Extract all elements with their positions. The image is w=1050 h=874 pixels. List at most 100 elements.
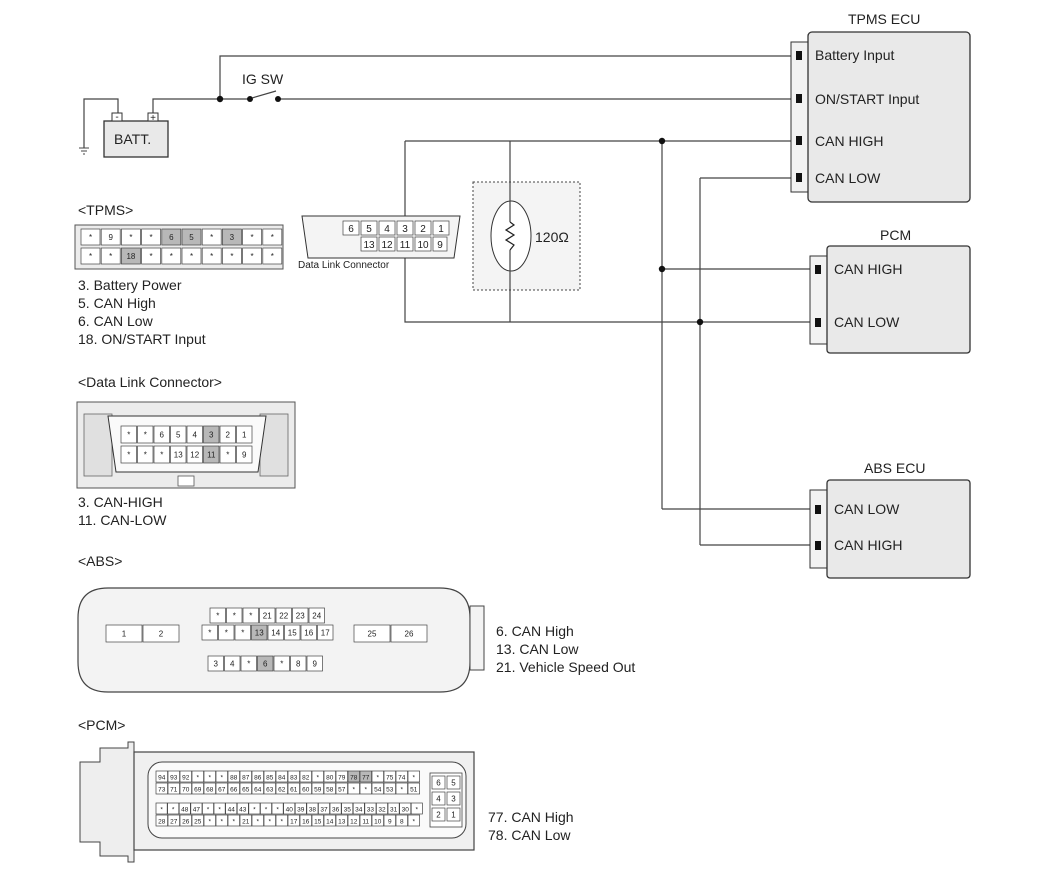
pin-label: 24 (312, 612, 321, 621)
tpms-legend-item: 5. CAN High (78, 295, 156, 311)
pin-label: * (233, 612, 236, 621)
pin-cell (251, 814, 264, 827)
pin-cell (236, 802, 249, 815)
pin-cell (100, 228, 121, 246)
dlc-small: 6 5 4 3 2 1 13 12 11 10 9 Data Link Conn… (298, 215, 461, 271)
pin-cell (284, 624, 301, 641)
abs-legend-item: 6. CAN High (496, 623, 574, 639)
pin-cell (167, 814, 180, 827)
pin-label: 37 (320, 807, 328, 814)
battery-box (103, 120, 169, 158)
pin-label: 4 (436, 795, 441, 804)
pin-label: 66 (230, 787, 238, 794)
pin-cell (410, 802, 423, 815)
pin-label: 25 (194, 819, 202, 826)
pin-label: * (257, 819, 260, 826)
pin-cell (137, 445, 154, 464)
dlc-small-bottom-pins: 13 12 11 10 9 (360, 236, 448, 252)
pin-label: 92 (182, 775, 190, 782)
pin-label: * (413, 819, 416, 826)
pin-cell (294, 802, 307, 815)
pin-label: * (218, 807, 221, 814)
pin-cell (179, 782, 192, 795)
tpms-connector-header: <TPMS> (78, 202, 133, 218)
pin-marker (796, 51, 802, 60)
pin-label: * (127, 451, 130, 460)
abs-ecu-title: ABS ECU (864, 460, 925, 476)
pin-cell (383, 782, 396, 795)
pin-cell (191, 782, 204, 795)
pin-cell (251, 782, 264, 795)
dlc-small-top-pins: 6 5 4 3 2 1 (342, 220, 450, 236)
pin-marker (815, 541, 821, 550)
junction-dot (696, 318, 704, 326)
pin-cell (215, 814, 228, 827)
pin-label: * (247, 660, 250, 669)
pin-label: 68 (206, 787, 214, 794)
pin-cell (371, 782, 384, 795)
pin-cell (359, 814, 372, 827)
abs-pin-can-low: CAN LOW (834, 501, 900, 517)
pin-cell (227, 770, 240, 783)
pin-label: 71 (170, 787, 178, 794)
pin-cell (341, 802, 354, 815)
pin-cell (407, 814, 420, 827)
pin-cell (242, 247, 262, 265)
pin-label: 26 (405, 630, 414, 639)
pin-cell (431, 791, 446, 806)
pin-cell (275, 782, 288, 795)
pin-label: 39 (297, 807, 305, 814)
pcm-title: PCM (880, 227, 911, 243)
pin-cell (242, 228, 262, 246)
pin-cell (287, 770, 300, 783)
pin-label: * (209, 775, 212, 782)
pin-label: 4 (230, 660, 235, 669)
pin-cell (167, 802, 180, 815)
battery-terminal-minus (111, 112, 123, 122)
pin-cell (222, 247, 242, 265)
pin-label: * (109, 252, 112, 261)
pcm-connector-header: <PCM> (78, 717, 125, 733)
tpms-legend-item: 18. ON/START Input (78, 331, 206, 347)
pcm-legend-item: 78. CAN Low (488, 827, 571, 843)
pin-label: 9 (437, 240, 443, 251)
pin-marker (815, 265, 821, 274)
pin-cell (364, 802, 377, 815)
pin-label: 84 (278, 775, 286, 782)
dlc-legend-item: 11. CAN-LOW (78, 512, 167, 528)
pin-label: * (207, 807, 210, 814)
pin-label: 58 (326, 787, 334, 794)
pin-cell (287, 782, 300, 795)
pin-label: 5 (366, 224, 372, 235)
pin-cell (239, 770, 252, 783)
pcm-pin-can-low: CAN LOW (834, 314, 900, 330)
pin-cell (300, 624, 317, 641)
pin-cell (347, 770, 360, 783)
pin-cell (218, 624, 235, 641)
dlc-small-caption: Data Link Connector (298, 260, 390, 271)
pin-label: 30 (402, 807, 410, 814)
pin-cell (446, 791, 461, 806)
pin-cell (121, 228, 141, 246)
pin-label: * (230, 252, 233, 261)
pin-cell (263, 782, 276, 795)
pin-label: * (208, 629, 211, 638)
pin-cell (239, 814, 252, 827)
pin-label: 6 (348, 224, 354, 235)
tpms-ecu-connector (790, 41, 809, 193)
pin-cell (262, 228, 283, 246)
pin-label: * (150, 252, 153, 261)
pin-label: 6 (436, 779, 441, 788)
pin-label: 15 (314, 819, 322, 826)
pin-cell (141, 228, 161, 246)
pin-label: 62 (278, 787, 286, 794)
pin-label: 43 (239, 807, 247, 814)
pin-cell (323, 782, 336, 795)
pin-label: * (170, 252, 173, 261)
ground-wire (83, 98, 119, 148)
pin-cell (170, 445, 187, 464)
pin-cell (213, 802, 226, 815)
pin-label: * (209, 819, 212, 826)
pin-cell (227, 782, 240, 795)
